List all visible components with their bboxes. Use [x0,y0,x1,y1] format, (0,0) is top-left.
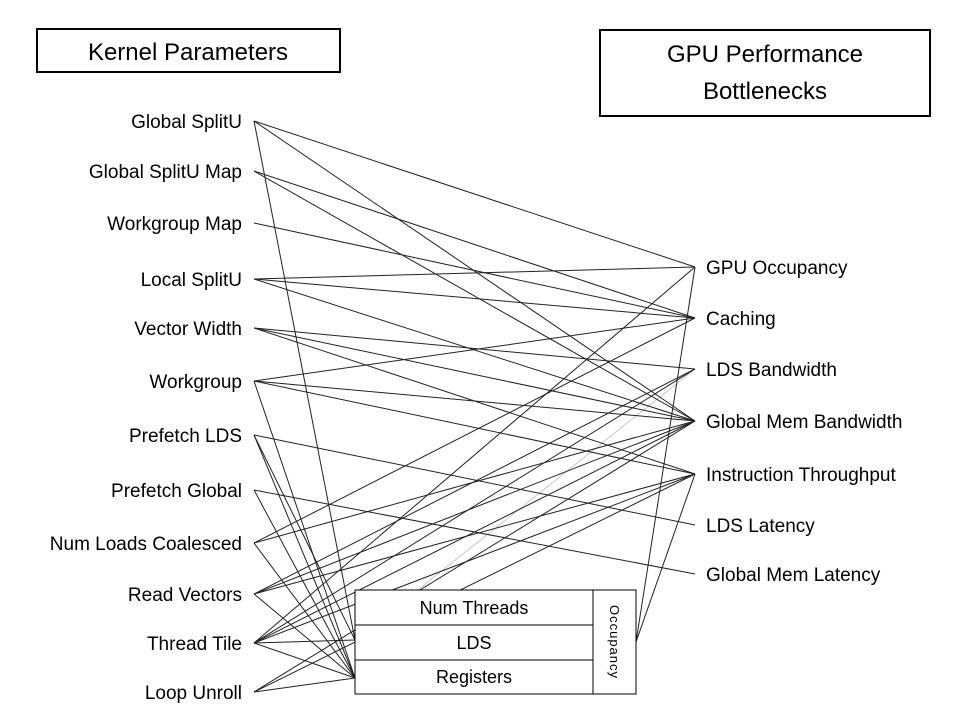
param-prefetch-lds: Prefetch LDS [129,426,242,447]
param-vector-width: Vector Width [134,319,242,340]
edge-global_splitu-to-gpu_occupancy [253,120,696,268]
param-prefetch-global: Prefetch Global [111,481,242,502]
gpu-bottlenecks-title-line1: GPU Performance [667,41,863,68]
param-num-loads-coalesced: Num Loads Coalesced [50,534,242,555]
edge-num_loads_coalesced-to-res-registers [253,542,356,679]
edge-read_vectors-to-global_mem_bandwidth [253,420,696,595]
bottleneck-instruction-throughput: Instruction Throughput [706,465,896,486]
edge-prefetch_lds-to-res-registers [253,434,356,679]
edge-loop_unroll-to-res-registers [253,677,356,693]
param-thread-tile: Thread Tile [147,634,242,655]
edge-prefetch_global-to-res-registers [253,489,356,679]
bottleneck-caching: Caching [706,309,776,330]
parameter-list: Global SplitU Global SplitU Map Workgrou… [50,112,242,704]
edge-prefetch_lds-to-lds_latency [253,434,696,526]
resource-occupancy: Occupancy [607,605,622,679]
edge-local_splitu-to-caching [253,278,696,319]
edge-loop_unroll-to-instruction_throughput [253,473,696,693]
bottleneck-gpu-occupancy: GPU Occupancy [706,258,848,279]
edge-thread_tile-to-lds_bandwidth [253,368,696,644]
kernel-parameters-title: Kernel Parameters [36,28,341,73]
edge-workgroup-to-global_mem_bandwidth [253,380,696,422]
resource-lds: LDS [456,633,491,653]
param-local-splitu: Local SplitU [141,270,242,291]
param-workgroup-map: Workgroup Map [107,214,242,235]
edge-read_vectors-to-lds_bandwidth [253,368,696,595]
edge-prefetch_lds-to-res-lds [253,434,356,641]
edge-thread_tile-to-gpu_occupancy [253,266,696,644]
edge-global_splitu_map-to-caching [253,170,696,319]
edge-global_splitu-to-res-lds [253,120,356,641]
gpu-bottlenecks-title: GPU Performance Bottlenecks [599,29,931,117]
param-global-splitu: Global SplitU [131,112,242,133]
edge-global_splitu_map-to-global_mem_bandwidth [253,170,696,422]
gpu-bottlenecks-title-line2: Bottlenecks [703,78,827,105]
edge-loop_unroll-to-global_mem_bandwidth [253,420,696,693]
resource-box: Num Threads LDS Registers Occupancy [354,589,637,695]
edge-local_splitu-to-gpu_occupancy [253,266,696,280]
param-loop-unroll: Loop Unroll [145,683,242,704]
param-read-vectors: Read Vectors [128,585,242,606]
edge-read_vectors-to-instruction_throughput [253,473,696,595]
edge-res-occupancy-to-gpu_occupancy [635,266,696,643]
bottleneck-global-mem-latency: Global Mem Latency [706,565,881,586]
edge-vector_width-to-global_mem_bandwidth [253,327,696,422]
param-global-splitu-map: Global SplitU Map [89,162,242,183]
edge-read_vectors-to-res-registers [253,593,356,679]
kernel-parameters-title-text: Kernel Parameters [88,39,288,66]
bottleneck-lds-bandwidth: LDS Bandwidth [706,360,837,381]
resource-registers: Registers [436,667,512,687]
edge-res-occupancy-to-instruction_throughput [635,473,696,643]
edge-num_loads_coalesced-to-caching [253,317,696,544]
edge-thread_tile-to-global_mem_bandwidth [253,420,696,644]
bottleneck-list: GPU Occupancy Caching LDS Bandwidth Glob… [706,258,902,586]
edge-layer [253,120,696,693]
resource-num-threads: Num Threads [420,598,529,618]
edge-vector_width-to-lds_bandwidth [253,327,696,370]
edge-thread_tile-to-instruction_throughput [253,473,696,644]
edge-workgroup_map-to-caching [253,222,696,319]
param-workgroup: Workgroup [149,372,242,393]
edge-workgroup-to-caching [253,317,696,382]
bottleneck-lds-latency: LDS Latency [706,516,815,537]
bottleneck-global-mem-bandwidth: Global Mem Bandwidth [706,412,902,433]
